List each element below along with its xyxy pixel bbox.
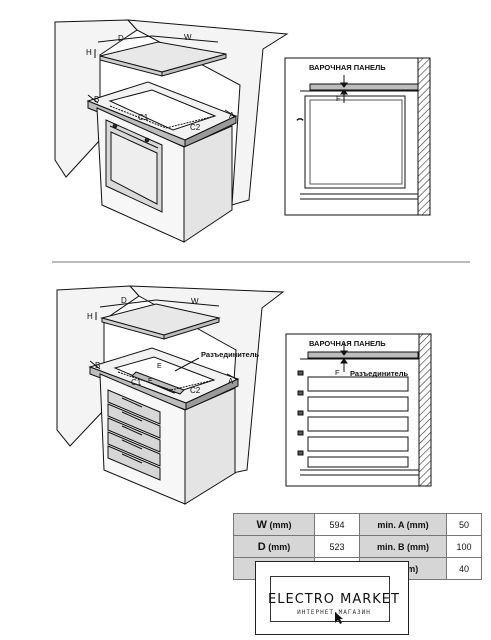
dim-a-top: A <box>229 111 235 120</box>
svg-text:⌒: ⌒ <box>297 119 303 126</box>
bottom-side-section <box>285 333 432 487</box>
table-row: W (mm) 594 min. A (mm) 50 <box>233 513 482 536</box>
spec-value: 594 <box>314 513 360 536</box>
table-row: D (mm) 523 min. B (mm) 100 <box>233 535 482 558</box>
disconnector-label-side: Разъединитель <box>350 369 408 378</box>
spec-key: D <box>257 540 266 553</box>
dim-b-top: B <box>94 95 99 104</box>
spec-unit: (mm) <box>407 541 430 552</box>
top-hob-panel-label: ВАРОЧНАЯ ПАНЕЛЬ <box>309 63 386 72</box>
spec-value: 50 <box>446 513 482 536</box>
dim-d-bottom: D <box>121 296 127 305</box>
electro-market-logo: ELECTRO MARKET ИНТЕРНЕТ-МАГАЗИН <box>255 561 409 635</box>
bottom-cabinet-diagram <box>56 285 285 505</box>
dim-a-bottom: A <box>228 377 234 386</box>
bottom-dimension-labels: D W H B A C1 C2 E E Разъединитель <box>87 296 259 395</box>
logo-frame <box>270 576 390 622</box>
spec-key: W <box>256 518 267 531</box>
spec-unit: (mm) <box>268 541 291 552</box>
top-f-label: F <box>336 94 341 103</box>
top-dimension-labels: D W H B A C1 C2 <box>86 33 235 132</box>
spec-key: min. A <box>377 519 405 530</box>
dim-w-bottom: W <box>191 297 199 306</box>
dim-d-top: D <box>118 34 124 43</box>
cursor-icon <box>335 612 343 624</box>
dim-c2-top: C2 <box>190 123 201 132</box>
bottom-f-label: F <box>335 368 340 377</box>
spec-value: 100 <box>446 535 482 558</box>
dim-e-bottom: E <box>157 363 162 370</box>
logo-subtitle: ИНТЕРНЕТ-МАГАЗИН <box>297 609 371 616</box>
spec-unit: (mm) <box>406 519 429 530</box>
drawer-stack <box>107 389 161 481</box>
dim-w-top: W <box>184 33 192 42</box>
spec-unit: (mm) <box>269 519 292 530</box>
disconnector-label-iso: Разъединитель <box>201 350 259 359</box>
dim-c2-bottom: C2 <box>190 386 201 395</box>
dim-c1-top: C1 <box>138 113 149 122</box>
dim-e2-bottom: E <box>148 378 153 385</box>
bottom-hob-panel-label: ВАРОЧНАЯ ПАНЕЛЬ <box>309 339 386 348</box>
top-side-section: ⌒ <box>284 57 431 216</box>
dim-h-top: H <box>86 48 92 57</box>
spec-key: min. B <box>376 541 405 552</box>
logo-title: ELECTRO MARKET <box>268 592 400 607</box>
spec-value: 40 <box>446 557 482 580</box>
top-cabinet-diagram <box>54 19 289 243</box>
dim-c1-bottom: C1 <box>131 378 142 387</box>
spec-value: 523 <box>314 535 360 558</box>
dim-b-bottom: B <box>95 361 100 370</box>
dim-h-bottom: H <box>87 312 93 321</box>
